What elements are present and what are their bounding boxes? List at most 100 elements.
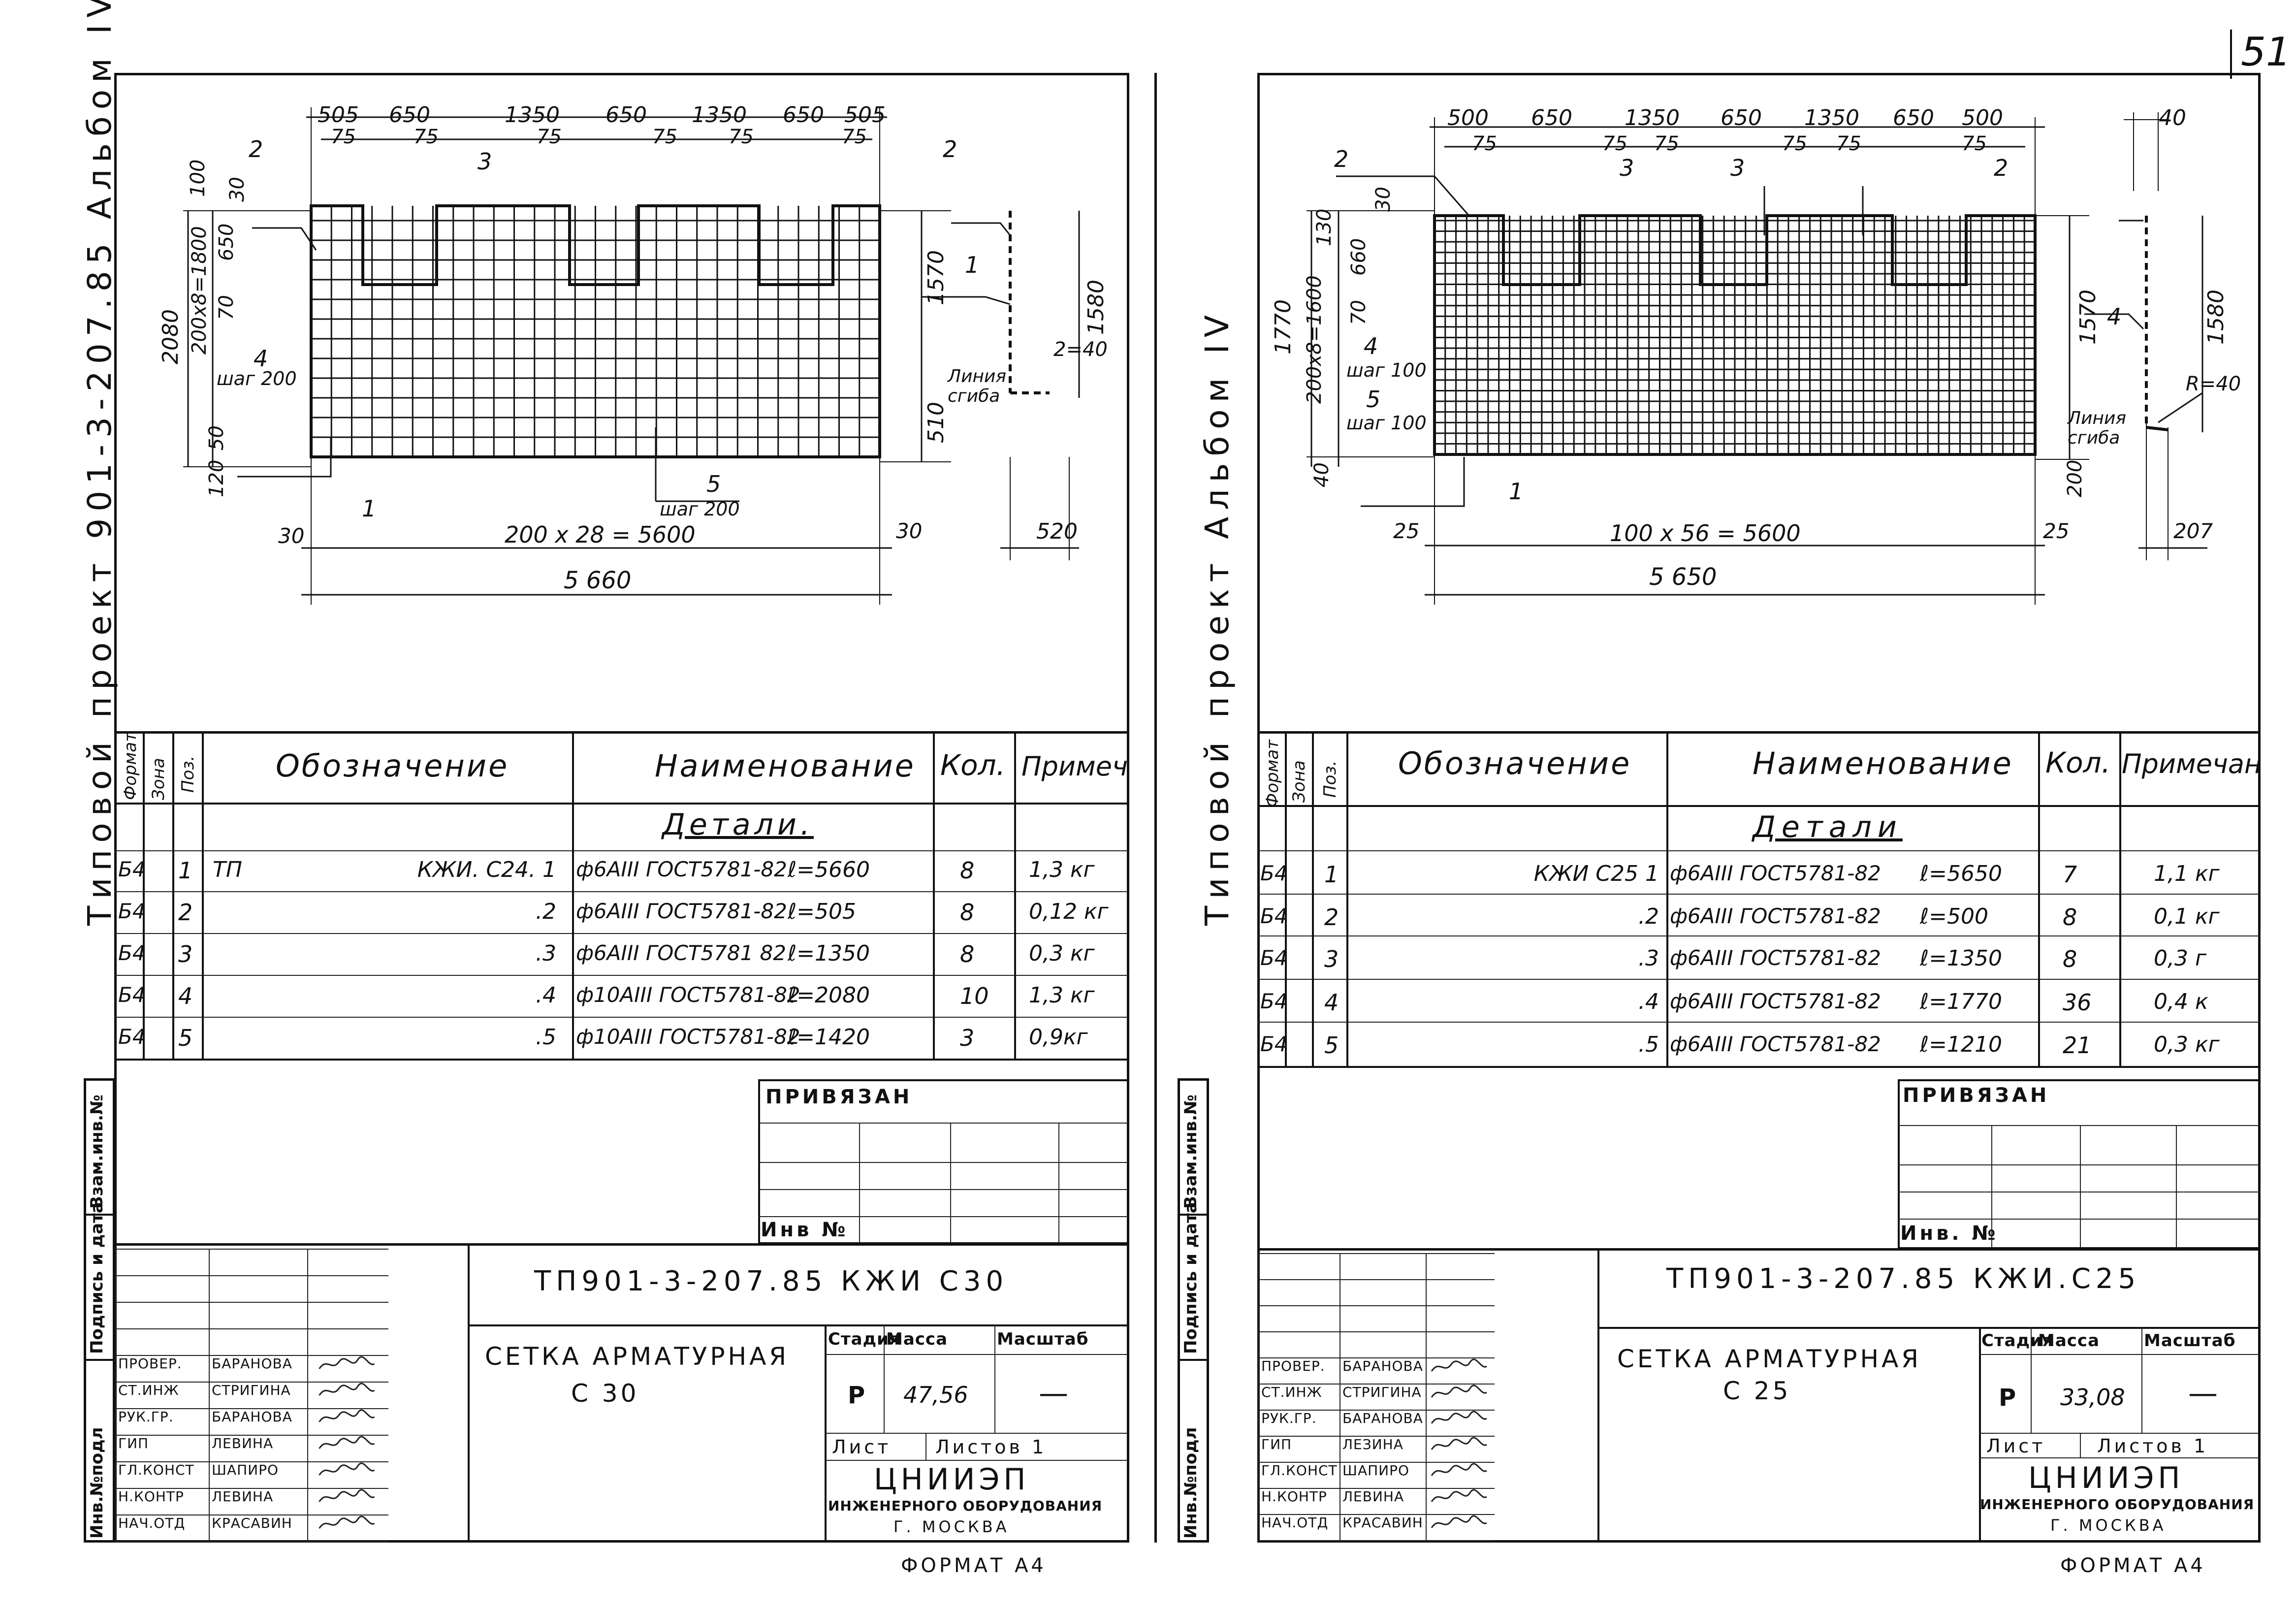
c25-mass-head: Масса xyxy=(2038,1331,2100,1351)
c30-right-dim-510: 510 xyxy=(924,402,949,443)
c25-left-dim-mesh: 200x8=1600 xyxy=(1303,275,1326,404)
c30-top-dim-4: 650 xyxy=(606,102,647,128)
c30-top-dim-6: 650 xyxy=(783,102,824,128)
c25-row-5-format: Б4 xyxy=(1260,1032,1288,1056)
c30-sub-dim-1: 75 xyxy=(331,126,356,148)
sheet-frame-right xyxy=(1257,73,2261,1543)
album-title-middle: Типовой проект Альбом IV xyxy=(1198,308,1236,926)
c30-signature-icon xyxy=(311,1434,383,1459)
c30-sub-dim-5: 75 xyxy=(729,126,754,148)
c30-row-5-designation: .5 xyxy=(536,1025,556,1050)
c30-org-sub: инженерного оборудования xyxy=(828,1498,1103,1514)
c30-row-4-qty: 10 xyxy=(960,983,989,1009)
c25-staff-name: Стригина xyxy=(1342,1384,1422,1400)
c25-sheet-label: Лист xyxy=(1986,1435,2046,1457)
c30-row-4-note: 1,3 кг xyxy=(1029,983,1095,1008)
c30-staff-role: Рук.гр. xyxy=(118,1409,174,1425)
c30-signature-icon xyxy=(311,1381,383,1406)
c25-title: Сетка арматурная xyxy=(1617,1345,1922,1373)
c25-stage: Р xyxy=(1999,1384,2019,1412)
c25-signature-icon xyxy=(1430,1461,1489,1486)
c30-row-2-length: ℓ=505 xyxy=(788,899,857,924)
c30-staff-name: Шапиро xyxy=(212,1462,279,1478)
c25-sheets-label: Листов 1 xyxy=(2097,1435,2209,1457)
c25-row-2-qty: 8 xyxy=(2063,904,2077,931)
c25-sub-dim-4: 75 xyxy=(1782,132,1807,155)
stamp-inv-right: Инв.№подл xyxy=(1181,1427,1201,1539)
c30-row-1-length: ℓ=5660 xyxy=(788,857,870,882)
c25-radius: R=40 xyxy=(2186,373,2241,395)
c30-row-3-name: ф6АIII ГОСТ5781 82 xyxy=(576,941,786,965)
c30-head-note: Примеч xyxy=(1021,751,1128,782)
c30-row-2-designation: .2 xyxy=(536,899,556,924)
c25-top-dim-1: 500 xyxy=(1447,105,1489,130)
c25-scale: — xyxy=(2188,1376,2218,1411)
c30-sub-dim-4: 75 xyxy=(652,126,677,148)
c25-row-1-designation: КЖИ С25 1 xyxy=(1533,861,1659,886)
c25-signature-icon xyxy=(1430,1487,1489,1512)
sheet-frame-left xyxy=(114,73,1129,1543)
c25-row-3-format: Б4 xyxy=(1260,946,1288,970)
c25-row-5-note: 0,3 кг xyxy=(2154,1032,2220,1057)
c25-doc-code: ТП901-3-207.85 КЖИ.С25 xyxy=(1666,1263,2141,1295)
c30-left-dim-30: 30 xyxy=(226,177,249,202)
c25-mass: 33,08 xyxy=(2060,1384,2125,1411)
c30-top-dim-7: 505 xyxy=(844,102,886,128)
c25-row-5-qty: 21 xyxy=(2063,1032,2092,1059)
c30-signature-icon xyxy=(311,1514,383,1539)
c30-stage: Р xyxy=(848,1382,868,1409)
c25-left-dim-40: 40 xyxy=(1310,462,1333,487)
c25-row-1-length: ℓ=5650 xyxy=(1920,861,2003,886)
c25-row-4-format: Б4 xyxy=(1260,989,1288,1013)
c25-top-dim-3: 1350 xyxy=(1625,105,1680,130)
c25-row-3-length: ℓ=1350 xyxy=(1920,946,2003,971)
c30-staff-role: Провер. xyxy=(118,1355,182,1372)
c25-head-format: Формат xyxy=(1263,740,1282,807)
c25-staff-name: Шапиро xyxy=(1342,1462,1410,1479)
c30-sub-dim-3: 75 xyxy=(537,126,562,148)
c25-section-title: Детали xyxy=(1753,810,1903,844)
c25-row-4-name: ф6АIII ГОСТ5781-82 xyxy=(1670,989,1881,1013)
stamp-strip-right xyxy=(1178,1078,1209,1543)
c25-row-3-name: ф6АIII ГОСТ5781-82 xyxy=(1670,946,1881,970)
c25-row-5-designation: .5 xyxy=(1638,1032,1659,1057)
c25-head-name: Наименование xyxy=(1753,745,2013,781)
c25-overall-dim: 5 650 xyxy=(1649,563,1717,591)
c25-signature-icon xyxy=(1430,1409,1489,1434)
c25-top-dim-7: 500 xyxy=(1962,105,2003,130)
stamp-vzam-left: Взам.инв.№ xyxy=(87,1095,107,1209)
c30-row-2-format: Б4 xyxy=(118,899,146,923)
c30-row-4-pos: 4 xyxy=(178,983,193,1009)
c25-edge-left: 25 xyxy=(1393,519,1420,543)
c25-row-2-pos: 2 xyxy=(1324,904,1339,931)
c25-row-4-length: ℓ=1770 xyxy=(1920,989,2003,1014)
c25-inv-no: Инв. № xyxy=(1900,1222,1999,1245)
c25-org-sub: инженерного оборудования xyxy=(1980,1496,2255,1513)
c30-left-dim-120: 120 xyxy=(205,459,228,497)
c25-bend-line: Линия сгиба xyxy=(2068,408,2127,448)
c30-row-4-format: Б4 xyxy=(118,983,146,1007)
c25-left-dim-660: 660 xyxy=(1347,238,1370,276)
c30-sheet-label: Лист xyxy=(832,1436,892,1458)
c25-pos-3b: 3 xyxy=(1730,155,1745,181)
c30-signature-icon xyxy=(311,1487,383,1512)
c25-row-1-note: 1,1 кг xyxy=(2154,861,2220,886)
c25-row-3-note: 0,3 г xyxy=(2154,946,2207,971)
c25-row-2-name: ф6АIII ГОСТ5781-82 xyxy=(1670,904,1881,928)
c25-step-5: шаг 100 xyxy=(1346,412,1427,434)
c25-signature-icon xyxy=(1430,1435,1489,1460)
c25-right-dim-1580: 1580 xyxy=(2203,290,2229,345)
c30-scale-head: Масштаб xyxy=(997,1329,1089,1349)
c30-head-name: Наименование xyxy=(655,748,916,784)
stamp-vzam-right: Взам.инв.№ xyxy=(1181,1095,1201,1209)
c30-head-zone: Зона xyxy=(149,758,168,800)
c30-row-2-qty: 8 xyxy=(960,899,975,926)
c25-row-2-note: 0,1 кг xyxy=(2154,904,2220,929)
c30-left-dim-100: 100 xyxy=(187,159,209,197)
c30-signature-icon xyxy=(311,1354,383,1379)
c30-title-mark: С 30 xyxy=(571,1379,639,1408)
c25-staff-name: Баранова xyxy=(1342,1410,1423,1426)
c30-pos-4: 4 xyxy=(254,345,268,372)
c30-row-1-qty: 8 xyxy=(960,857,975,884)
c25-row-5-pos: 5 xyxy=(1324,1032,1339,1059)
